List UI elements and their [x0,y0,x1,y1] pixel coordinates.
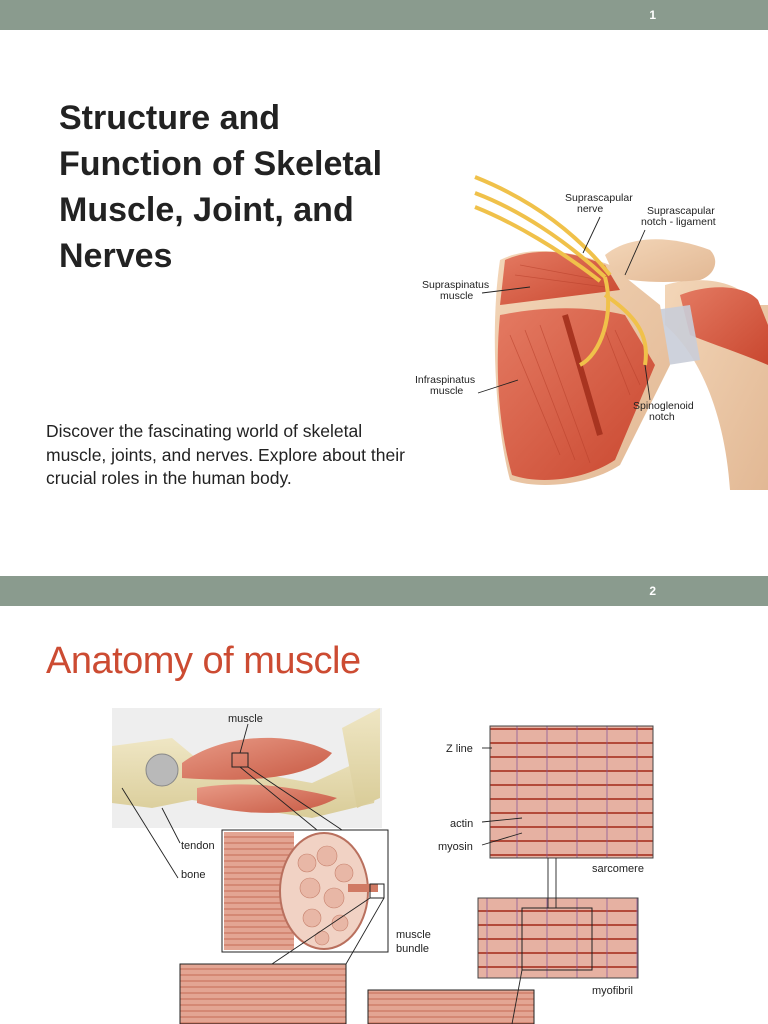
connector-lines [239,766,557,1024]
fascicle-cells [297,845,354,946]
slide-1: 1 Structure and Function of Skeletal Mus… [0,0,768,576]
zoom-box [521,907,593,971]
title-line: Structure and [59,99,281,137]
myofibril-box [477,897,639,979]
label-spinoglenoid: notch [649,411,675,423]
label-bone: bone [181,869,205,881]
label-muscle-bundle: bundle [396,943,429,955]
slide-header-bar: 1 [0,0,768,30]
lower-muscle [197,784,337,813]
label-infraspinatus: Infraspinatus [415,374,475,386]
slide-title: Structure and Function of Skeletal Muscl… [59,95,439,279]
label-supraspinatus: muscle [440,290,473,302]
label-suprascapular-nerve: Suprascapular [565,192,633,204]
body-line: crucial roles in the human body. [46,468,292,488]
scapular-spine [562,314,603,436]
label-z-line: Z line [446,743,473,755]
label-myofibril: myofibril [592,985,633,997]
title-line: Muscle, Joint, and [59,191,354,229]
title-line: Nerves [59,237,173,275]
infraspinatus-muscle [497,308,655,480]
shoulder-joint [145,753,179,787]
body-line: muscle, joints, and nerves. Explore abou… [46,444,405,465]
slide-number: 1 [649,8,656,22]
biceps-muscle [182,737,332,780]
slide-title: Anatomy of muscle [46,640,361,682]
acromion-bone [605,239,716,282]
slide-header-bar: 2 [0,576,768,606]
muscle-fiber-box [179,963,347,1024]
slide-gap [0,546,768,576]
zoom-box [369,883,385,899]
label-myosin: myosin [438,841,473,853]
suprascapular-nerve [474,175,648,367]
label-sarcomere: sarcomere [592,863,644,875]
shoulder-anatomy-illustration: Suprascapular nerve Suprascapular notch … [415,175,768,490]
title-line: Function of Skeletal [59,145,383,183]
forearm-bone [342,708,380,808]
label-muscle: muscle [228,713,263,725]
myofibril-detail-box [367,989,535,1024]
fiber-strand [348,884,378,892]
muscle-anatomy-illustration: muscle tendon bone muscle bundle Z line … [112,708,654,1024]
label-suprascapular-notch: notch - ligament [641,216,716,228]
slide-number: 2 [649,584,656,598]
label-suprascapular-nerve: nerve [577,203,603,215]
slide-body-text: Discover the fascinating world of skelet… [46,420,446,491]
label-muscle-bundle: muscle [396,929,431,941]
label-infraspinatus: muscle [430,385,463,397]
muscle-fibers [509,264,641,464]
label-leader-lines [477,216,651,401]
body-line: Discover the fascinating world of skelet… [46,421,363,441]
label-tendon: tendon [181,840,215,852]
sarcomere-box [489,725,654,859]
label-leader-lines [121,723,523,879]
label-supraspinatus: Supraspinatus [422,279,489,291]
right-muscle [680,287,768,365]
label-suprascapular-notch: Suprascapular [647,205,715,217]
label-spinoglenoid: Spinoglenoid [633,400,694,412]
label-actin: actin [450,818,473,830]
